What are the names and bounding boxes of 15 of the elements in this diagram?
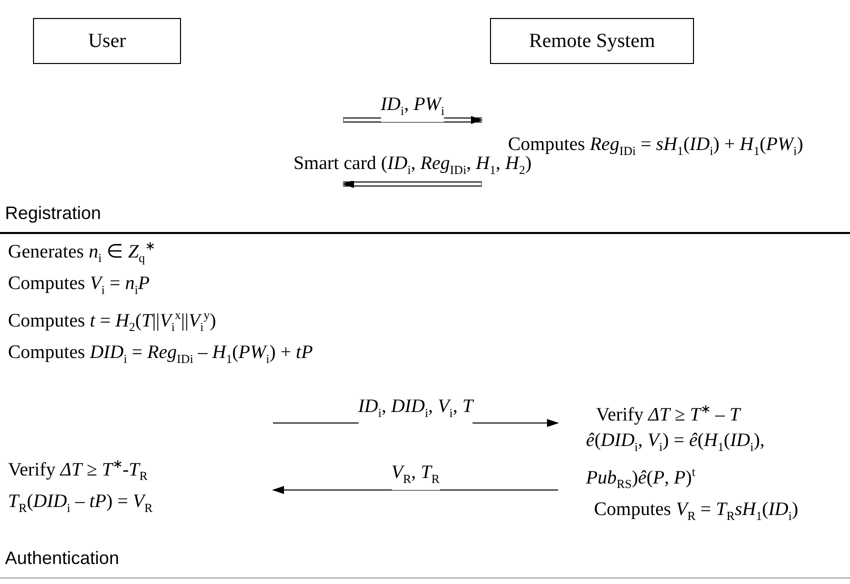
equation-text: Computes t = H$_{2}$(T||V$_{i}$$^{x}$||V$_{i}$$^{y}$)	[8, 307, 216, 336]
equation-text: Verify ΔT ≥ T$^{∗}$ – T	[596, 401, 740, 428]
message-arrow	[342, 180, 482, 188]
participant-box: Remote System	[490, 18, 694, 64]
equation-text: ê(DID$_{i}$, V$_{i}$) = ê(H$_{1}$(ID$_{i}$), Pub$_{RS}$)ê(P, P)$^{t}$	[586, 428, 766, 493]
equation-text: Computes V$_{R}$ = T$_{R}$sH$_{1}$(ID$_{i}$)	[594, 498, 798, 525]
message-label: Smart card (ID$_{i}$, Reg$_{IDi}$, H$_{1}$, H$_{2}$)	[293, 153, 532, 181]
equation-text: Computes DID$_{i}$ = Reg$_{IDi}$ – H$_{1}$(PW$_{i}$) + tP	[8, 341, 313, 368]
participant-box: User	[33, 18, 181, 64]
phase-label: Authentication	[5, 548, 120, 569]
equation-text: Verify ΔT ≥ T$^{∗}$-T$_{R}$	[8, 456, 148, 485]
message-arrow	[272, 486, 558, 494]
equation-text: Computes V$_{i}$ = n$_{i}$P	[8, 272, 150, 299]
phase-label: Registration	[5, 203, 102, 224]
equation-text: T$_{R}$(DID$_{i}$ – tP) = V$_{R}$	[8, 490, 153, 516]
